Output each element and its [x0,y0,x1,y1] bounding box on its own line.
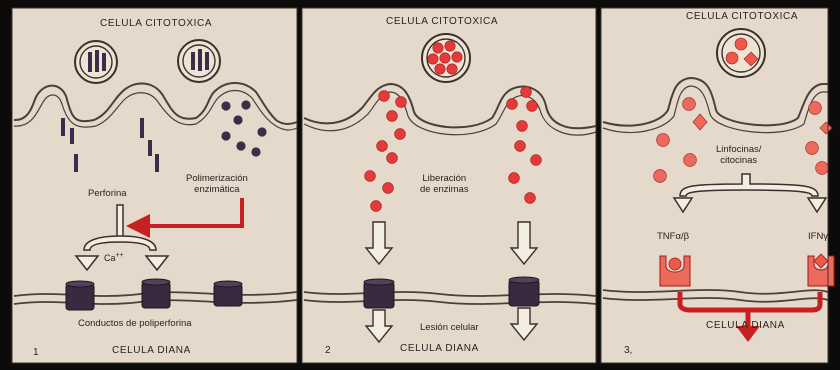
granule-2 [178,40,220,82]
channel-1 [66,281,94,310]
lesion-label: Lesión celular [420,322,479,333]
lymphokines-label: Linfocinas/ citocinas [716,144,761,166]
panel-3-target-label: CELULA DIANA [706,320,785,331]
panel-2-title: CELULA CITOTOXICA [386,16,498,27]
ifn-label: IFNγ [808,231,828,242]
panel-1-title: CELULA CITOTOXICA [100,18,212,29]
calcium-label: Ca++ [104,250,124,264]
channels-label: Conductos de poliperforina [78,318,192,329]
perforin-label: Perforina [88,188,127,199]
ifn-receptor [808,254,834,286]
panel-2-number: 2 [325,345,331,356]
granule-4 [717,29,765,77]
panel-1-target-label: CELULA DIANA [112,345,191,356]
granule-1 [75,41,117,83]
panel-3-number: 3, [624,345,632,356]
channel-5 [509,277,539,306]
polyperforin-channels [66,279,242,310]
panel-1-number: 1 [33,347,39,358]
channel-2 [142,279,170,308]
tnf-label: TNFα/β [657,231,689,242]
granule-3 [422,34,470,82]
channel-3 [214,281,242,306]
channel-4 [364,279,394,308]
release-label: Liberación de enzimas [420,173,469,195]
polymerization-label: Polimerización enzimática [186,173,248,195]
panel-3-title: CELULA CITOTOXICA [686,11,798,22]
panel-2-target-label: CELULA DIANA [400,343,479,354]
panel-1-background [12,8,297,363]
